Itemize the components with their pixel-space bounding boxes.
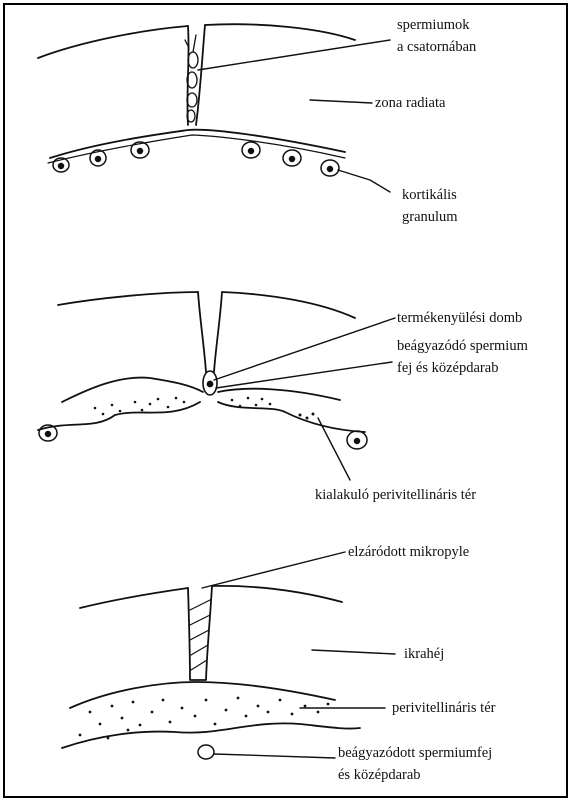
bottom-panel-drawing xyxy=(62,552,395,759)
bottom-sperm-head xyxy=(198,745,214,759)
label-forming-perivitelline-space: kialakuló perivitellináris tér xyxy=(315,486,476,505)
label-sperm-in-channel-1: spermiumok xyxy=(397,16,470,35)
label-closed-micropyle: elzáródott mikropyle xyxy=(348,543,469,562)
label-embedded-sperm-2: és középdarab xyxy=(338,766,421,785)
label-embedded-sperm-1: beágyazódott spermiumfej xyxy=(338,744,492,763)
bottom-plug-hatching xyxy=(190,600,210,670)
top-outer-surface-left xyxy=(38,26,188,58)
label-cortical-granule-1: kortikális xyxy=(402,186,457,205)
middle-leader-lines xyxy=(214,318,395,480)
middle-granules xyxy=(39,425,367,449)
bottom-outer-surface-right xyxy=(212,586,342,602)
bottom-leader-lines xyxy=(202,552,395,758)
middle-upper-membrane xyxy=(62,378,340,402)
label-zona-radiata: zona radiata xyxy=(375,94,445,113)
bottom-lower-membrane xyxy=(62,723,360,748)
top-leader-lines xyxy=(198,40,390,192)
label-fertilization-cone: termékenyülési domb xyxy=(397,309,522,328)
top-inner-surface xyxy=(50,130,345,158)
label-embedding-sperm-2: fej és középdarab xyxy=(397,359,498,378)
bottom-outer-surface-left xyxy=(80,588,188,608)
label-perivitelline-space: perivitellináris tér xyxy=(392,699,495,718)
label-embedding-sperm-1: beágyazódó spermium xyxy=(397,337,528,356)
bottom-micropyle-plug xyxy=(188,586,212,680)
middle-outer-surface-right xyxy=(222,292,355,318)
top-outer-surface-right xyxy=(205,24,355,40)
label-sperm-in-channel-2: a csatornában xyxy=(397,38,476,57)
label-egg-shell: ikrahéj xyxy=(404,645,444,664)
bottom-upper-membrane xyxy=(70,682,335,708)
top-panel-drawing xyxy=(38,24,390,192)
middle-channel xyxy=(198,292,222,372)
label-cortical-granule-2: granulum xyxy=(402,208,458,227)
top-cortical-granules xyxy=(53,142,339,176)
middle-outer-surface-left xyxy=(58,292,198,305)
middle-lower-membrane xyxy=(38,402,365,432)
middle-panel-drawing xyxy=(38,292,395,480)
middle-space-dots xyxy=(94,397,315,420)
